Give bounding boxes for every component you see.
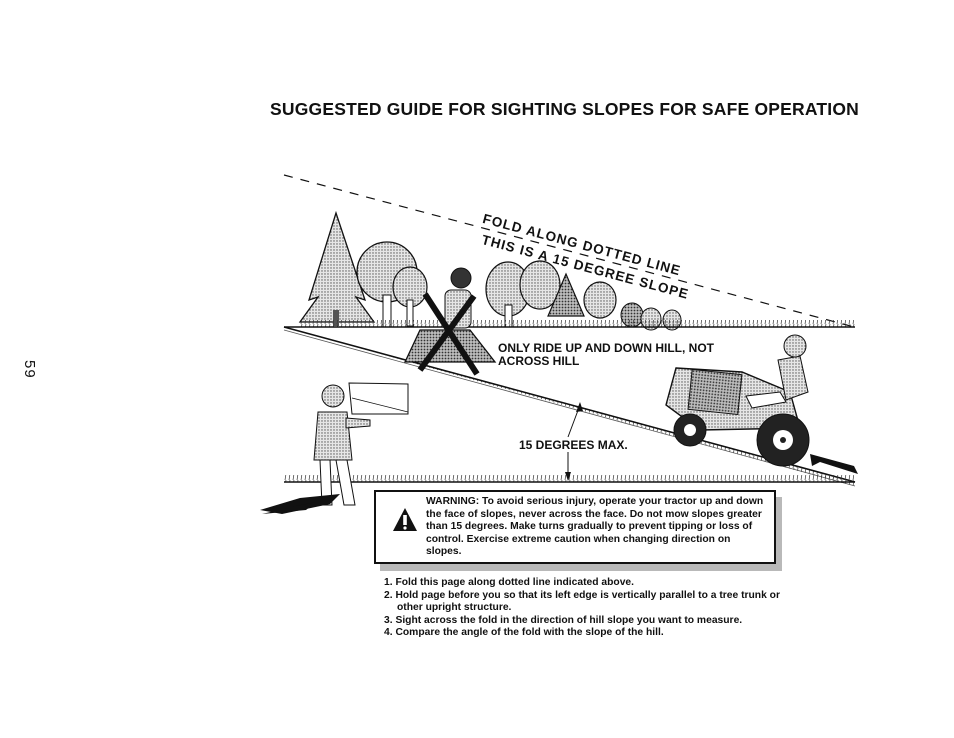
warning-text: WARNING: To avoid serious injury, operat…	[426, 496, 764, 557]
instruction-item: 4. Compare the angle of the fold with th…	[384, 627, 664, 638]
direction-arrow	[810, 454, 858, 474]
folded-page	[348, 382, 409, 415]
page-title: SUGGESTED GUIDE FOR SIGHTING SLOPES FOR …	[270, 99, 860, 119]
instruction-list: 1. Fold this page along dotted line indi…	[384, 577, 784, 640]
fold-dotted-line	[283, 174, 859, 329]
warning-box: WARNING: To avoid serious injury, operat…	[374, 490, 776, 564]
ride-instruction: ONLY RIDE UP AND DOWN HILL, NOT ACROSS H…	[498, 341, 715, 368]
background-trees	[298, 210, 682, 331]
degrees-max-label: 15 DEGREES MAX.	[519, 438, 628, 452]
instruction-item: 1. Fold this page along dotted line indi…	[384, 577, 635, 588]
wrong-riding-illustration	[403, 267, 497, 376]
instruction-item: 3. Sight across the fold in the directio…	[384, 614, 743, 626]
instruction-item: 2. Hold page before you so that its left…	[384, 589, 780, 614]
hill-slope	[284, 327, 855, 486]
warning-triangle-icon	[393, 508, 417, 531]
x-mark	[422, 292, 480, 376]
tractor-rider-illustration	[665, 334, 810, 467]
man-sighting-illustration	[260, 382, 409, 514]
